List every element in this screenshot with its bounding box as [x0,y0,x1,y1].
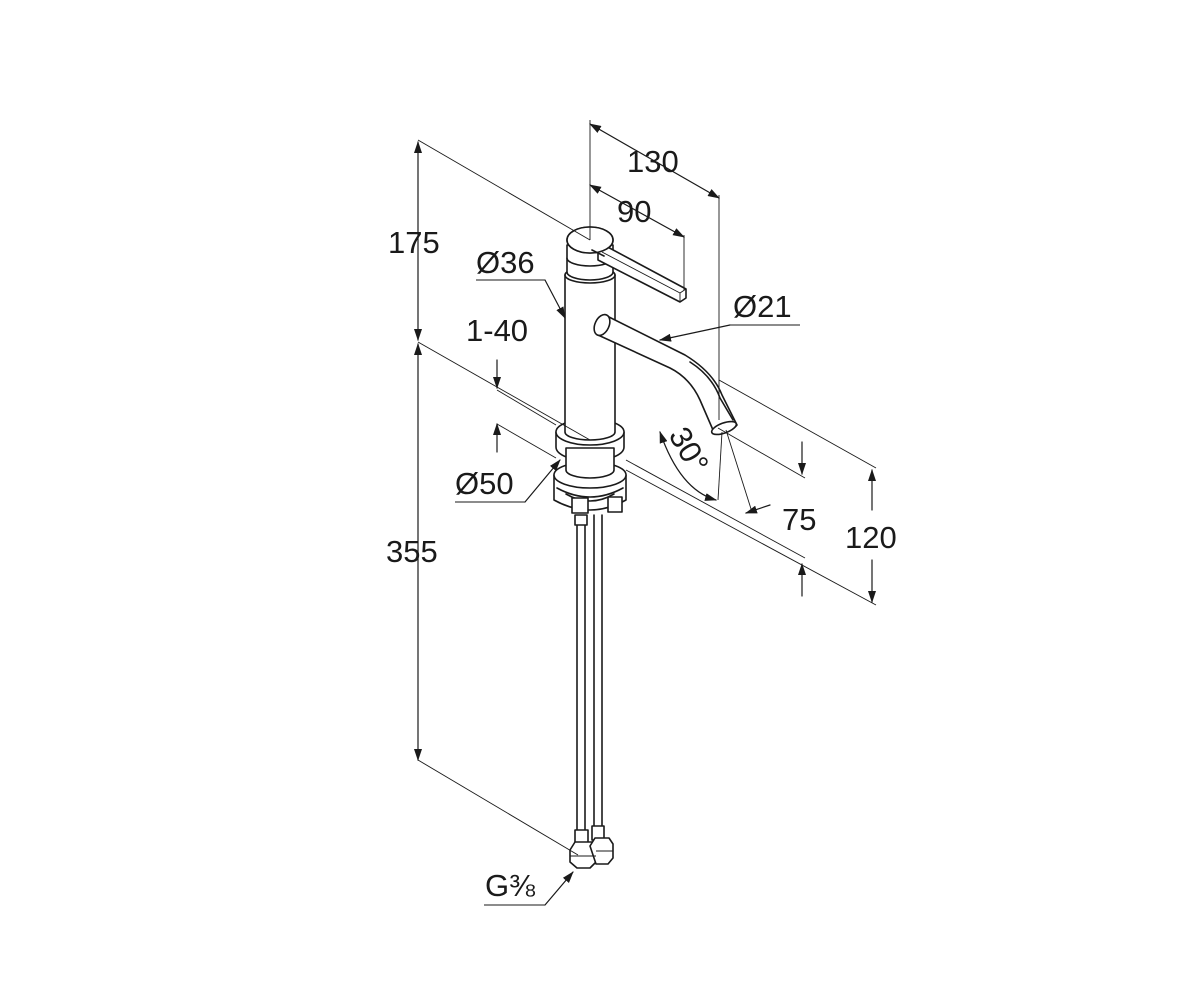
dim-total-reach: 130 [627,144,679,179]
dimension-lines [414,120,877,906]
dim-body-diameter: Ø36 [476,245,535,280]
spout [593,313,738,436]
dim-deck-thickness: 1-40 [466,313,528,348]
faucet-body-group [553,226,738,869]
dim-lever-height: 175 [388,225,440,260]
dim-lever-reach: 90 [617,194,651,229]
dim-connection-thread: G⅜ [485,868,535,903]
dim-spout-height: 120 [845,520,897,555]
dim-hose-length: 355 [386,534,438,569]
dim-base-diameter: Ø50 [455,466,514,501]
supply-hoses [569,514,614,869]
dim-spout-angle: 30° [662,421,716,479]
dim-spout-offset: 75 [782,502,816,537]
dim-spout-diameter: Ø21 [733,289,792,324]
dimension-labels: 130 90 175 Ø36 Ø21 1-40 Ø50 30° 75 120 3… [386,144,897,903]
